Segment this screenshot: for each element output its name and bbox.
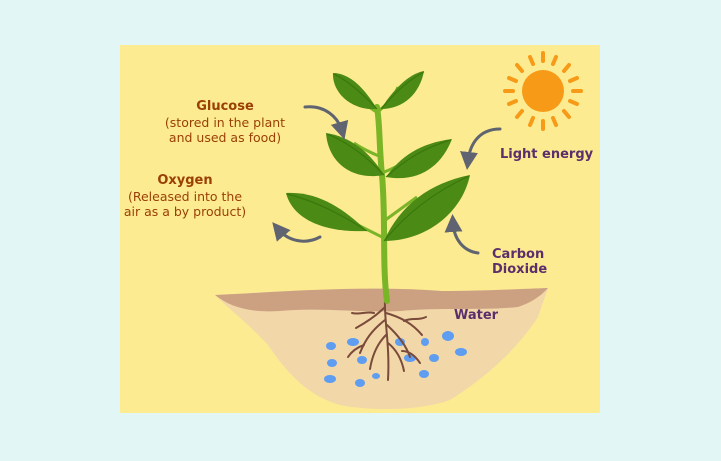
- glucose-title: Glucose: [196, 99, 254, 114]
- oxygen-line-1: (Released into the: [127, 189, 243, 204]
- oxygen-line-2: air as a by product): [123, 204, 247, 219]
- oxygen-arrow-icon: [272, 222, 322, 243]
- light-energy-arrow-icon: [460, 127, 502, 170]
- glucose-arrow-icon: [303, 105, 349, 140]
- light-energy-label: Light energy: [500, 147, 594, 162]
- carbon-dioxide-label: Carbon Dioxide: [492, 247, 548, 277]
- sun: [503, 51, 583, 131]
- leaves: [286, 71, 470, 241]
- diagram-panel: Glucose (stored in the plant and used as…: [120, 45, 600, 413]
- water-droplets: [324, 331, 467, 387]
- glucose-line-1: (stored in the plant: [164, 115, 286, 130]
- carbon-dioxide-arrow-icon: [444, 214, 480, 255]
- photosynthesis-illustration: [215, 51, 583, 410]
- soil: [215, 288, 548, 410]
- glucose-line-2: and used as food): [168, 130, 282, 145]
- water-label: Water: [454, 308, 499, 323]
- plant: [286, 71, 470, 304]
- roots: [347, 299, 427, 381]
- oxygen-title: Oxygen: [157, 173, 213, 188]
